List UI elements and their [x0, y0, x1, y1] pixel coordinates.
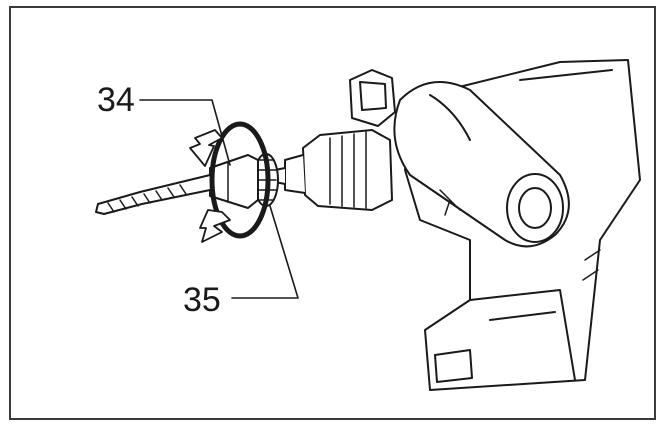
callout-35: 35: [183, 281, 221, 319]
chuck-nose-cap: [209, 154, 259, 209]
drill-bit: [95, 174, 211, 215]
leader-lines: [139, 99, 299, 299]
chuck-sleeve: [274, 129, 393, 211]
leader-line-35: [231, 205, 299, 299]
mode-lever: [349, 69, 396, 127]
rotation-ring: [209, 121, 271, 239]
rotate-arrow-icon: [189, 129, 223, 167]
leader-line-34: [139, 99, 231, 166]
side-handle: [393, 81, 570, 248]
callout-34: 34: [97, 81, 135, 119]
rotate-arrow-icon: [199, 209, 231, 243]
